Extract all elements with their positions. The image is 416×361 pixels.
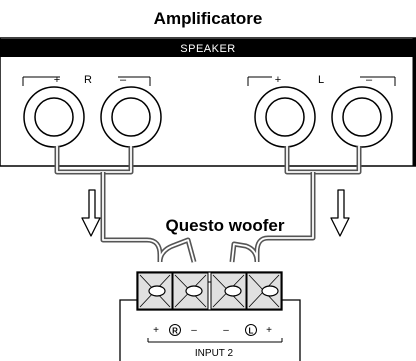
amp-left-minus: – [366,74,373,86]
woofer-left-letter: L [249,327,254,336]
arrow-down-icon [81,189,101,237]
amp-right-letter: R [84,74,92,86]
left-cable-loop-core [286,146,360,173]
speaker-wires [54,146,362,263]
terminal-hole [261,285,279,297]
l-badge-icon [245,324,257,336]
terminal-inner [265,97,305,137]
woofer-right-minus: – [191,325,197,336]
terminal-left-plus [246,272,282,310]
input-label: INPUT 2 [195,348,234,359]
arrow-down-icon [330,189,350,237]
amplifier-title: Amplificatore [154,9,263,28]
woofer-left-minus: – [223,325,229,336]
down-arrow-right [330,189,350,237]
terminal-left-minus [210,272,247,310]
amp-right-plus: + [54,74,60,86]
r-badge-icon [169,324,181,336]
terminal-right-minus [172,272,209,310]
speaker-header-bar [0,39,416,57]
right-channel-terminals: + R – [22,74,162,148]
woofer-left-plus: + [266,325,272,336]
woofer-right-plus: + [153,325,159,336]
amp-left-letter: L [318,74,324,86]
down-arrow-left [81,189,101,237]
speaker-label: SPEAKER [180,43,235,55]
left-channel-terminals: + L – [247,74,396,148]
woofer-right-letter: R [172,327,178,336]
left-cable-run-core [231,172,314,263]
terminal-hole [185,285,203,297]
woofer-input-panel: + R – – L + INPUT 2 [119,271,301,361]
terminal-hole [224,285,242,297]
amp-right-minus: – [120,74,127,86]
amp-left-plus: + [275,74,281,86]
terminal-hole [148,285,166,297]
amplifier-panel: SPEAKER + R – + L – [0,37,416,167]
right-cable-loop-core [56,146,132,173]
right-cable-run-core [102,172,195,263]
terminal-inner [34,97,74,137]
terminal-inner [342,97,382,137]
woofer-title: Questo woofer [165,216,284,235]
terminal-right-plus [137,272,173,310]
terminal-inner [111,97,151,137]
